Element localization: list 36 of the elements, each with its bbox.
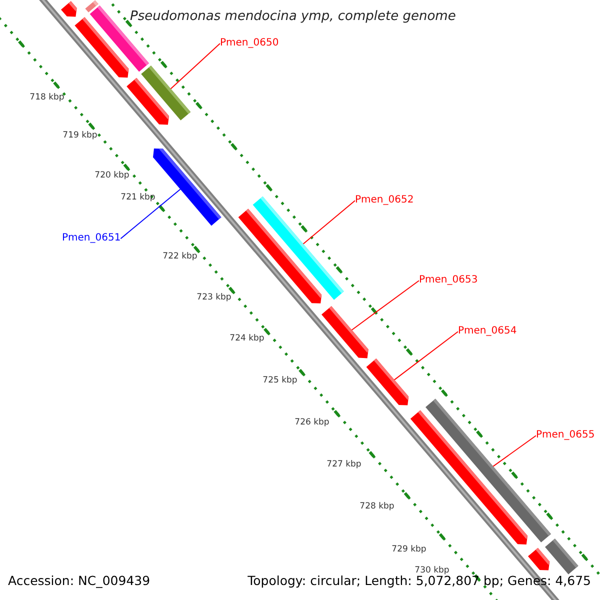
leader-line bbox=[120, 188, 181, 240]
scale-label: 727 kbp bbox=[326, 460, 362, 470]
gene-block bbox=[528, 548, 550, 570]
gene-block bbox=[322, 306, 368, 358]
gene-block bbox=[153, 148, 222, 226]
gene-block bbox=[61, 1, 77, 17]
title: Pseudomonas mendocina ymp, complete genome bbox=[130, 10, 456, 24]
scale-label: 721 kbp bbox=[120, 193, 156, 203]
scale-label: 722 kbp bbox=[162, 252, 198, 262]
scale-label: 723 kbp bbox=[196, 293, 232, 303]
leader-line bbox=[170, 43, 220, 90]
gene-block bbox=[252, 196, 344, 300]
scale-label: 720 kbp bbox=[94, 171, 130, 181]
accession-text: Accession: NC_009439 bbox=[8, 574, 150, 588]
gene-label: Pmen_0651 bbox=[62, 232, 121, 244]
genome-info-text: Topology: circular; Length: 5,072,807 bp; Genes: 4,675 bbox=[248, 574, 591, 588]
scale-label: 730 kbp bbox=[414, 566, 450, 576]
leader-line bbox=[394, 331, 458, 380]
scale-label: 726 kbp bbox=[294, 418, 330, 428]
leader-line bbox=[302, 200, 356, 244]
gene-label: Pmen_0652 bbox=[355, 194, 414, 206]
gene-label: Pmen_0655 bbox=[536, 430, 595, 440]
gene-block bbox=[366, 358, 409, 406]
gene-label: Pmen_0650 bbox=[220, 38, 279, 48]
gene-label: Pmen_0654 bbox=[458, 326, 517, 336]
scale-label: 725 kbp bbox=[262, 376, 298, 386]
scale-label: 724 kbp bbox=[230, 334, 264, 344]
leader-line bbox=[351, 280, 420, 330]
scale-label: 719 kbp bbox=[62, 131, 98, 141]
gene-label: Pmen_0653 bbox=[419, 274, 478, 286]
scale-label: 728 kbp bbox=[360, 502, 394, 512]
scale-label: 729 kbp bbox=[392, 545, 426, 555]
scale-label: 718 kbp bbox=[30, 93, 64, 103]
gene-block bbox=[141, 66, 191, 120]
leader-line bbox=[492, 435, 536, 467]
gene-block bbox=[545, 538, 578, 574]
